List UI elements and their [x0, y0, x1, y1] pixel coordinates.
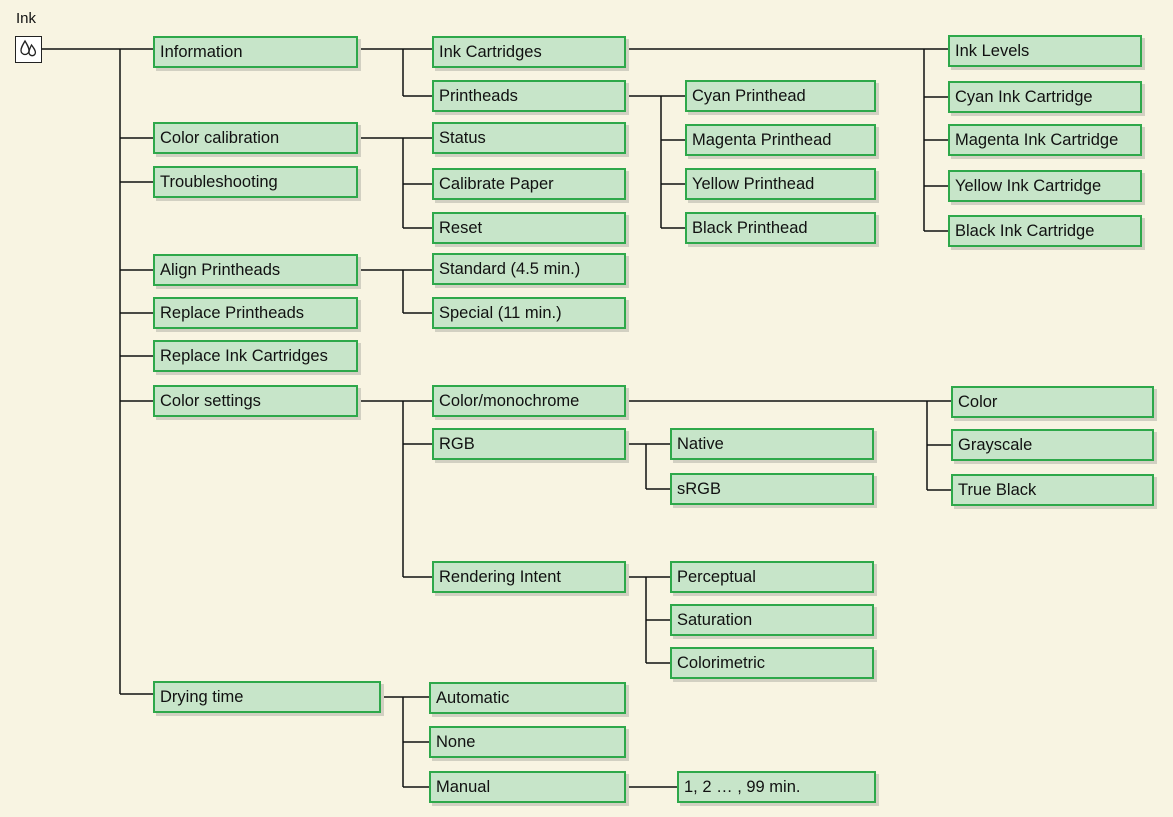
menu-rgb-native[interactable]: Native [670, 428, 874, 460]
menu-rgb-srgb[interactable]: sRGB [670, 473, 874, 505]
menu-troubleshooting[interactable]: Troubleshooting [153, 166, 358, 198]
root-label: Ink [16, 10, 37, 27]
menu-intent-colorimetric[interactable]: Colorimetric [670, 647, 874, 679]
menu-replace-printheads[interactable]: Replace Printheads [153, 297, 358, 329]
menu-cyan-printhead[interactable]: Cyan Printhead [685, 80, 876, 112]
menu-mode-true-black[interactable]: True Black [951, 474, 1154, 506]
ink-drops-icon[interactable] [15, 36, 42, 63]
menu-information[interactable]: Information [153, 36, 358, 68]
menu-drying-automatic[interactable]: Automatic [429, 682, 626, 714]
menu-mode-color[interactable]: Color [951, 386, 1154, 418]
menu-rgb[interactable]: RGB [432, 428, 626, 460]
menu-align-printheads[interactable]: Align Printheads [153, 254, 358, 286]
menu-black-printhead[interactable]: Black Printhead [685, 212, 876, 244]
menu-yellow-printhead[interactable]: Yellow Printhead [685, 168, 876, 200]
menu-status[interactable]: Status [432, 122, 626, 154]
menu-manual-minutes[interactable]: 1, 2 … , 99 min. [677, 771, 876, 803]
menu-color-monochrome[interactable]: Color/monochrome [432, 385, 626, 417]
menu-black-ink-cartridge[interactable]: Black Ink Cartridge [948, 215, 1142, 247]
menu-drying-manual[interactable]: Manual [429, 771, 626, 803]
menu-ink-levels[interactable]: Ink Levels [948, 35, 1142, 67]
menu-magenta-ink-cartridge[interactable]: Magenta Ink Cartridge [948, 124, 1142, 156]
menu-mode-grayscale[interactable]: Grayscale [951, 429, 1154, 461]
menu-magenta-printhead[interactable]: Magenta Printhead [685, 124, 876, 156]
menu-color-settings[interactable]: Color settings [153, 385, 358, 417]
menu-intent-saturation[interactable]: Saturation [670, 604, 874, 636]
menu-replace-ink-cartridges[interactable]: Replace Ink Cartridges [153, 340, 358, 372]
menu-yellow-ink-cartridge[interactable]: Yellow Ink Cartridge [948, 170, 1142, 202]
menu-color-calibration[interactable]: Color calibration [153, 122, 358, 154]
menu-intent-perceptual[interactable]: Perceptual [670, 561, 874, 593]
menu-drying-none[interactable]: None [429, 726, 626, 758]
menu-reset[interactable]: Reset [432, 212, 626, 244]
menu-drying-time[interactable]: Drying time [153, 681, 381, 713]
menu-calibrate-paper[interactable]: Calibrate Paper [432, 168, 626, 200]
menu-cyan-ink-cartridge[interactable]: Cyan Ink Cartridge [948, 81, 1142, 113]
menu-ink-cartridges[interactable]: Ink Cartridges [432, 36, 626, 68]
menu-printheads[interactable]: Printheads [432, 80, 626, 112]
menu-align-standard[interactable]: Standard (4.5 min.) [432, 253, 626, 285]
menu-align-special[interactable]: Special (11 min.) [432, 297, 626, 329]
menu-rendering-intent[interactable]: Rendering Intent [432, 561, 626, 593]
